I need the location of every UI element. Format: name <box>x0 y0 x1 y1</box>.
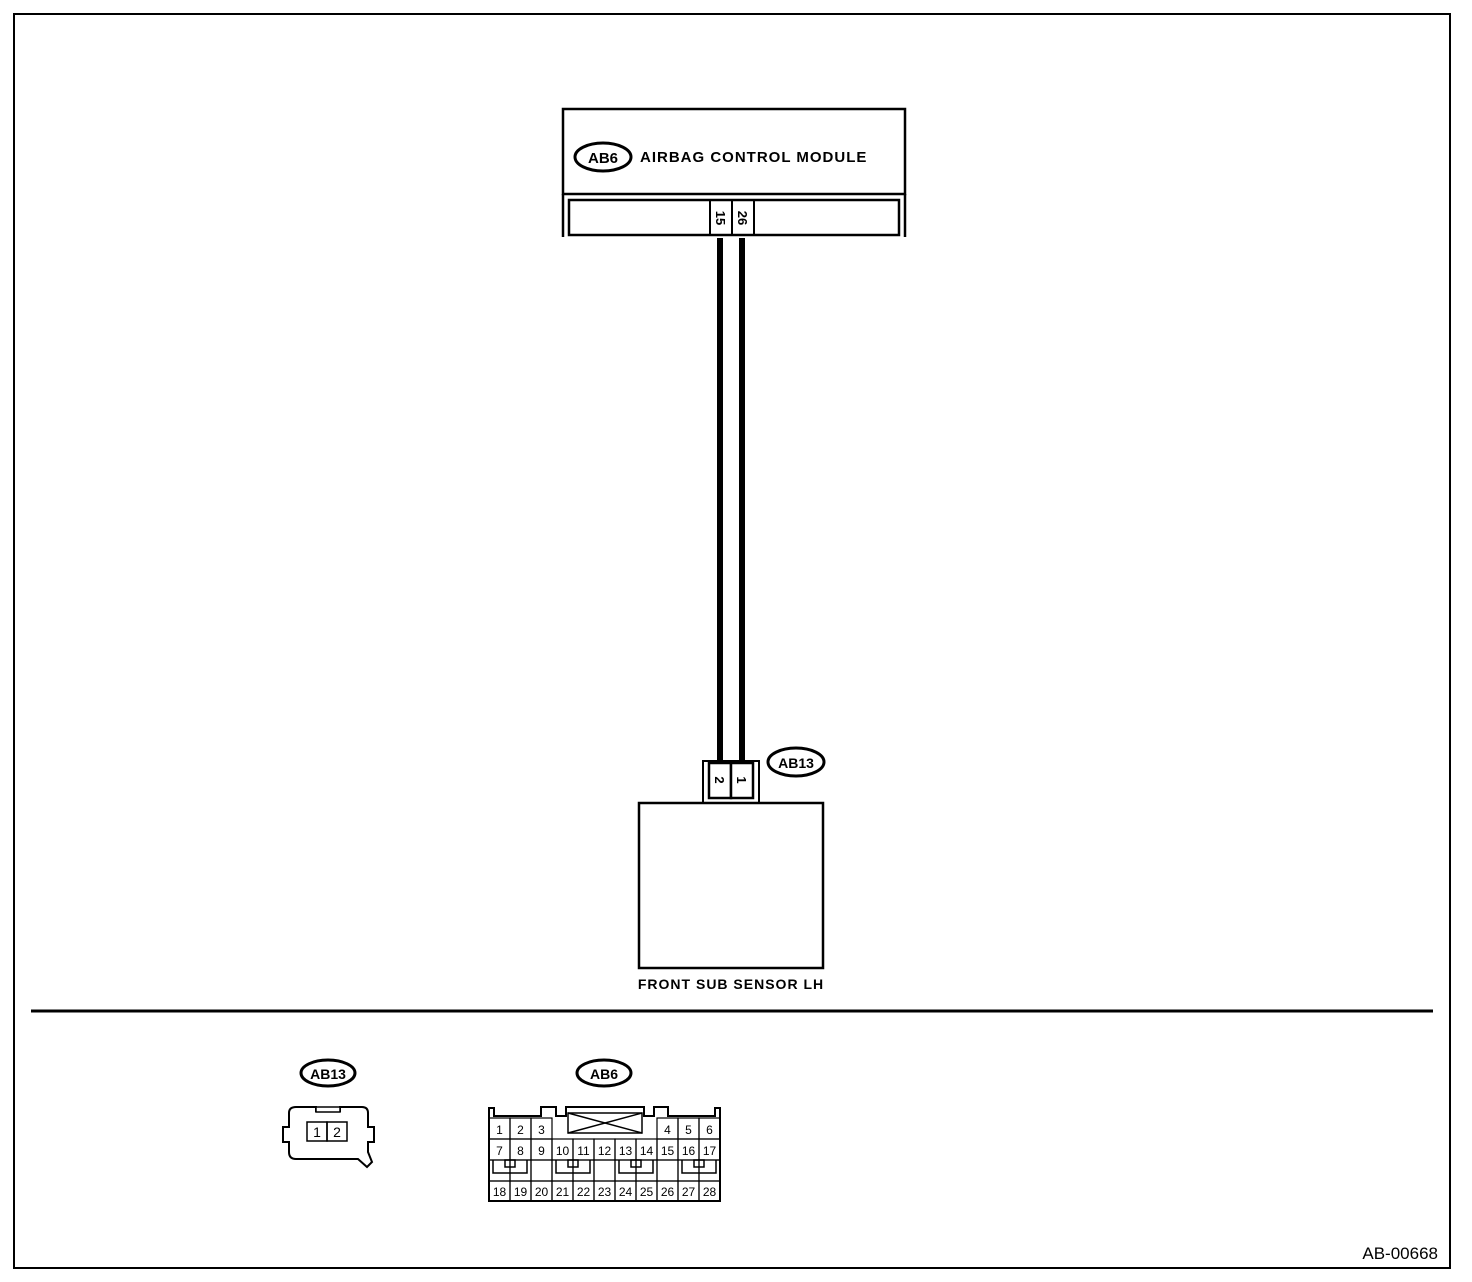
ab6-pin-15: 15 <box>661 1144 675 1158</box>
sensor-title: FRONT SUB SENSOR LH <box>638 976 824 992</box>
outer-frame <box>13 13 1451 1269</box>
ab6-pin-23: 23 <box>598 1185 612 1199</box>
sensor-pin-box-1 <box>729 761 755 800</box>
ab6-pin-25: 25 <box>640 1185 654 1199</box>
airbag-control-module: AB6 AIRBAG CONTROL MODULE 15 26 <box>561 107 907 237</box>
sensor-body <box>637 801 825 970</box>
ab6-pin-8: 8 <box>517 1144 524 1158</box>
ab13-badge-label: AB13 <box>778 755 814 771</box>
sensor-pin-1: 1 <box>734 776 749 783</box>
ab6-latch-tab <box>504 1159 516 1168</box>
ab13-pin-1: 1 <box>313 1124 321 1140</box>
ab6-pin-24: 24 <box>619 1185 633 1199</box>
ab6-pin-1: 1 <box>496 1123 503 1137</box>
wire-harness <box>717 238 745 763</box>
ab6-pin-10: 10 <box>556 1144 570 1158</box>
ab6-pin-27: 27 <box>682 1185 696 1199</box>
ab6-latch <box>492 1160 528 1174</box>
ab6-cell <box>698 1180 721 1202</box>
ab6-latch-tab <box>567 1159 579 1168</box>
ab6-latch-tab <box>630 1159 642 1168</box>
sensor-pin-2: 2 <box>712 776 727 783</box>
ab6-pin-2: 2 <box>517 1123 524 1137</box>
module-pin-26: 26 <box>735 211 750 225</box>
module-pin-15: 15 <box>713 211 728 225</box>
ab6-cell <box>572 1159 595 1182</box>
ab6-latch <box>618 1160 654 1174</box>
ab6-housing-outline <box>488 1106 721 1202</box>
ab6-pin-9: 9 <box>538 1144 545 1158</box>
ab6-cell <box>551 1159 574 1182</box>
module-connector-strip <box>567 198 901 237</box>
ab6-pin-12: 12 <box>598 1144 612 1158</box>
ab6-pin-17: 17 <box>703 1144 717 1158</box>
ab6-cell <box>614 1159 637 1182</box>
ab6-pin-14: 14 <box>640 1144 654 1158</box>
ab6-pin-13: 13 <box>619 1144 633 1158</box>
ab6-connector-badge <box>573 141 633 173</box>
ab13-pin-box-2 <box>326 1121 348 1142</box>
module-title: AIRBAG CONTROL MODULE <box>640 149 867 166</box>
ab6-view-badge <box>575 1058 633 1088</box>
ab6-pin-19: 19 <box>514 1185 528 1199</box>
ab6-pin-6: 6 <box>706 1123 713 1137</box>
ab13-housing-outline <box>282 1106 375 1169</box>
ab6-latch <box>681 1160 717 1174</box>
ab6-pin-11: 11 <box>577 1144 590 1158</box>
ab6-cell <box>656 1159 679 1182</box>
ab13-pin-2: 2 <box>333 1124 341 1140</box>
ab6-cell <box>698 1159 721 1182</box>
ab6-pin-7: 7 <box>496 1144 503 1158</box>
ab6-pin-21: 21 <box>556 1185 570 1199</box>
figure-id: AB-00668 <box>1362 1244 1438 1263</box>
ab6-cell <box>677 1159 700 1182</box>
ab6-pin-16: 16 <box>682 1144 696 1158</box>
sensor-connector-housing <box>702 760 760 803</box>
ab6-cell <box>635 1159 658 1182</box>
module-body <box>561 107 907 196</box>
ab6-latch <box>555 1160 591 1174</box>
ab13-view-badge <box>299 1058 357 1088</box>
ab6-pin-4: 4 <box>664 1123 671 1137</box>
ab6-pin-5: 5 <box>685 1123 692 1137</box>
ab6-pin-26: 26 <box>661 1185 675 1199</box>
ab6-pin-18: 18 <box>493 1185 507 1199</box>
ab6-badge-label: AB6 <box>588 150 618 167</box>
front-sub-sensor: 2 1 AB13 FRONT SUB SENSOR LH <box>637 746 826 992</box>
ab6-pin-28: 28 <box>703 1185 717 1199</box>
ab6-key-box <box>567 1112 643 1134</box>
ab6-pin-20: 20 <box>535 1185 549 1199</box>
ab6-cell <box>488 1159 511 1182</box>
ab13-connector-view: AB13 1 2 <box>282 1058 375 1169</box>
ab6-cell <box>593 1159 616 1182</box>
ab6-view-label: AB6 <box>590 1066 618 1082</box>
ab6-pin-3: 3 <box>538 1123 545 1137</box>
ab13-view-label: AB13 <box>310 1066 346 1082</box>
ab6-pin-22: 22 <box>577 1185 591 1199</box>
ab6-cell <box>530 1159 553 1182</box>
ab13-connector-badge <box>766 746 826 778</box>
ab6-latch-tab <box>693 1159 705 1168</box>
ab6-cell <box>509 1159 532 1182</box>
